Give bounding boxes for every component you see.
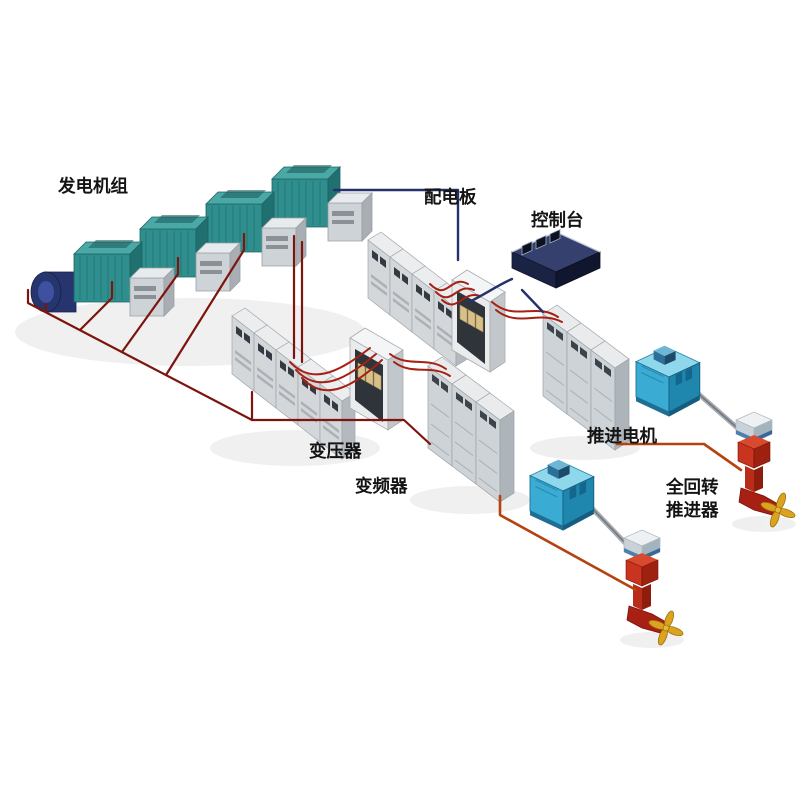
cable-orange-feeder-1 [615,442,743,472]
label-switchboard: 配电板 [424,187,477,207]
label-transformer: 变压器 [309,441,362,461]
cable-branch [441,294,481,306]
cable-red-floor-run [250,418,432,446]
cable-branch [301,359,383,392]
label-generators: 发电机组 [57,176,128,196]
cable-blue-converter [520,288,545,314]
cable-branch [429,280,469,292]
label-thruster-1: 全回转 [665,477,719,497]
label-motor: 推进电机 [587,426,657,446]
azimuth-thruster-1 [735,411,797,529]
converter-bank-2 [542,304,630,451]
cable-branch [295,353,377,384]
cable-branch [491,301,559,318]
bankB-end-panel [614,358,630,451]
labels: 发电机组 配电板 控制台 变压器 变频器 推进电机 全回转 推进器 [57,176,719,520]
cable-branch [495,309,563,323]
drive-line-1 [635,344,797,529]
cable-red-bus [26,288,254,422]
drive-line-2 [529,458,685,647]
bankA-end-panel [499,410,515,503]
label-console: 控制台 [531,210,584,230]
propulsion-motor-1 [635,344,701,418]
converter-bank-1 [427,356,515,503]
control-console [511,228,601,289]
cabling [26,188,743,592]
cable-branch [289,347,371,376]
cable-red-genset-3 [120,256,180,354]
cable-blue-main [332,188,460,262]
cable-branch [393,361,451,377]
cable-red-genset-4 [164,232,246,377]
propulsion-motor-2 [529,458,595,532]
cable-orange-feeder-2 [498,494,638,592]
console-screen [535,234,547,250]
console-screen [521,240,533,256]
cable-branch [389,353,447,370]
label-thruster-2: 推进器 [666,500,719,520]
cable-blue-console [467,277,514,304]
console-screen [549,228,561,244]
label-converter: 变频器 [355,476,408,496]
cable-red-genset-2 [78,280,114,332]
floor-shadows [15,298,796,648]
cable-branch [435,287,475,299]
